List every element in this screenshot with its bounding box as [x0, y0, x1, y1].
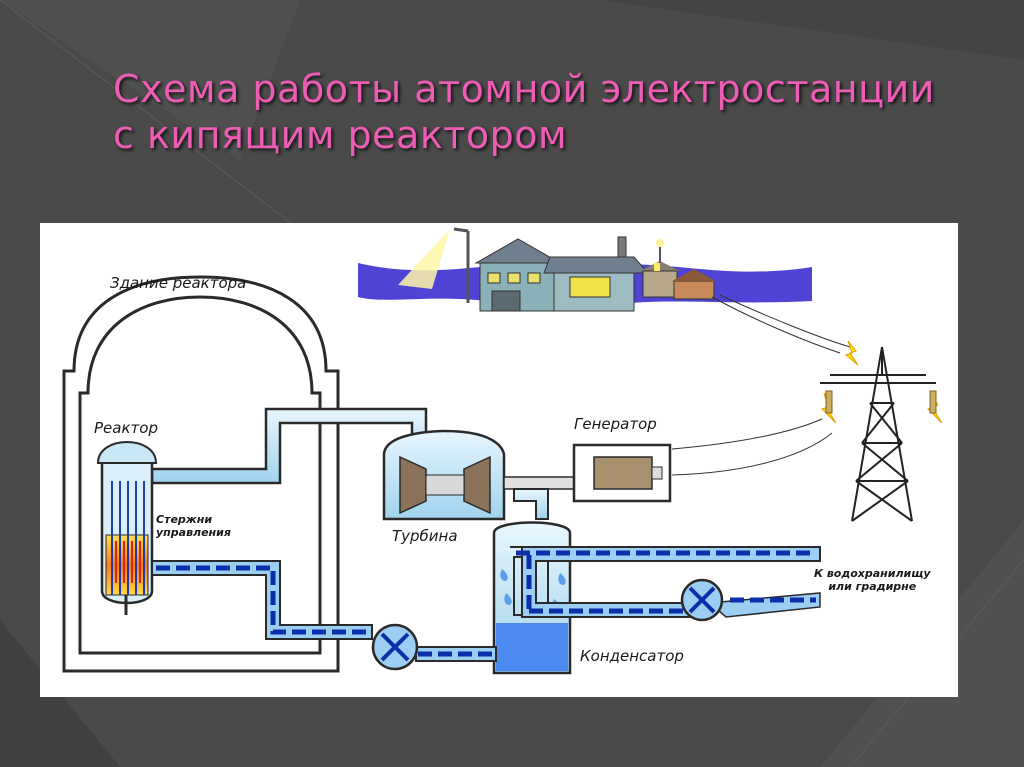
power-plant-diagram [62, 227, 943, 675]
label-outlet-line-2: или градирне [828, 580, 917, 593]
label-control-rods-line-1: Стержни [156, 513, 213, 526]
turbine [382, 429, 506, 521]
house-icon [474, 236, 716, 312]
turbine-exhaust [513, 488, 549, 520]
label-reactor: Реактор [94, 419, 158, 437]
pump-icon [371, 623, 419, 671]
label-control-rods-line-2: управления [156, 526, 231, 539]
power-pylon-icon [820, 346, 936, 522]
pump-icon [680, 578, 724, 622]
label-reactor-building: Здание реактора [110, 274, 247, 292]
town-scene [358, 227, 812, 312]
reactor-vessel [96, 441, 158, 615]
label-outlet: К водохранилищу или градирне [814, 567, 931, 593]
generator [503, 443, 672, 503]
title-line-2: с кипящим реактором [113, 113, 568, 157]
cooling-water-loop [510, 546, 821, 622]
title-line-1: Схема работы атомной электростанции [113, 67, 935, 111]
power-lines [671, 294, 851, 476]
feedwater-loop [151, 560, 497, 671]
lightning-icon [821, 340, 943, 424]
label-condenser: Конденсатор [580, 647, 684, 665]
street-lamp-icon [398, 227, 470, 303]
label-outlet-line-1: К водохранилищу [814, 567, 931, 580]
diagram-panel: Здание реактора Реактор Стержни управлен… [40, 223, 958, 697]
reactor-building [62, 275, 340, 673]
label-control-rods: Стержни управления [156, 513, 231, 539]
slide-title: Схема работы атомной электростанции с ки… [113, 66, 993, 158]
label-generator: Генератор [574, 415, 657, 433]
label-turbine: Турбина [392, 527, 458, 545]
